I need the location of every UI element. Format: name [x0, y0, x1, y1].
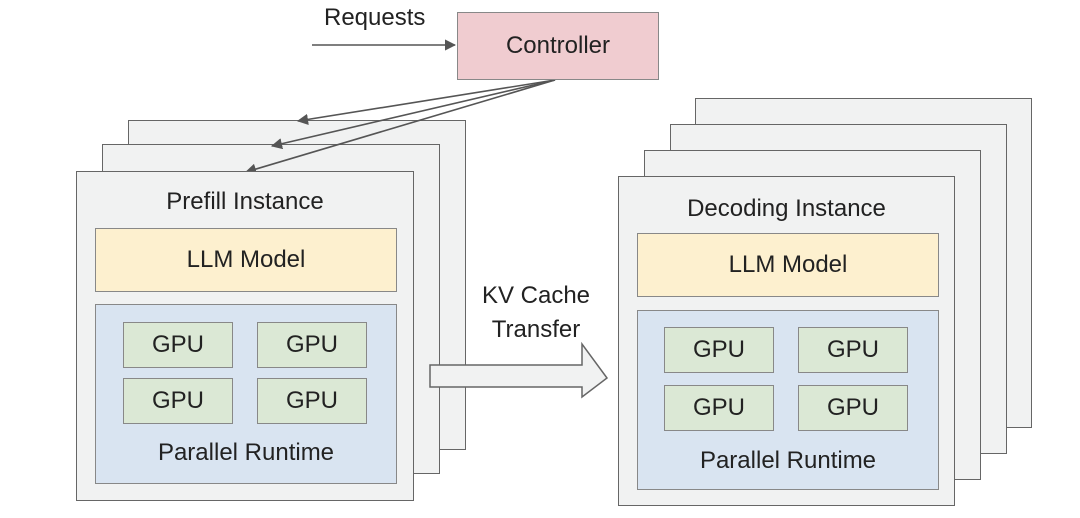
decoding-llm-model: LLM Model [637, 233, 939, 297]
prefill-gpu: GPU [257, 322, 367, 368]
prefill-parallel-runtime: GPU GPU GPU GPU Parallel Runtime [95, 304, 397, 484]
prefill-instance-title: Prefill Instance [166, 188, 324, 215]
decoding-runtime-label: Parallel Runtime [699, 447, 877, 474]
prefill-gpu: GPU [257, 378, 367, 424]
decoding-gpu: GPU [798, 327, 908, 373]
controller-to-prefill-arrow-2 [270, 79, 556, 150]
decoding-instance-card: Decoding Instance LLM Model GPU GPU GPU … [618, 176, 955, 506]
prefill-gpu: GPU [123, 322, 233, 368]
kv-cache-label: KV Cache [481, 282, 591, 309]
decoding-gpu: GPU [798, 385, 908, 431]
controller-box: Controller [457, 12, 659, 80]
controller-to-prefill-arrow-1 [296, 79, 556, 125]
controller-to-prefill-arrow-3 [244, 79, 556, 175]
prefill-gpu: GPU [123, 378, 233, 424]
decoding-parallel-runtime: GPU GPU GPU GPU Parallel Runtime [637, 310, 939, 490]
decoding-instance-title: Decoding Instance [687, 195, 886, 222]
kv-transfer-arrow [429, 341, 609, 399]
decoding-gpu: GPU [664, 327, 774, 373]
prefill-runtime-label: Parallel Runtime [157, 439, 335, 466]
transfer-label: Transfer [491, 316, 581, 343]
requests-label: Requests [324, 4, 426, 31]
decoding-gpu: GPU [664, 385, 774, 431]
prefill-llm-model: LLM Model [95, 228, 397, 292]
prefill-instance-card: Prefill Instance LLM Model GPU GPU GPU G… [76, 171, 414, 501]
